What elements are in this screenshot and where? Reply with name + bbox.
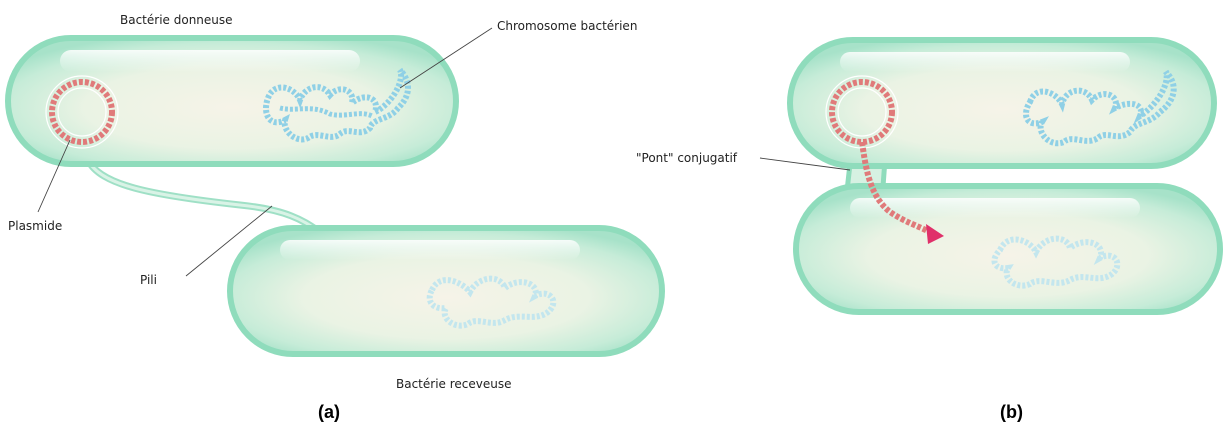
panel-label-a: (a) [318, 402, 340, 422]
label-chromosome-bacterien: Chromosome bactérien [497, 19, 637, 33]
recipient-bacterium [230, 228, 662, 354]
label-plasmide: Plasmide [8, 219, 62, 233]
label-bacterie-receveuse: Bactérie receveuse [396, 377, 512, 391]
donor-bacterium-b [790, 40, 1214, 166]
label-bacterie-donneuse: Bactérie donneuse [120, 13, 233, 27]
panel-label-b: (b) [1000, 402, 1023, 422]
label-pili: Pili [140, 273, 157, 287]
donor-cell-highlight [60, 50, 360, 72]
label-pont-conjugatif: "Pont" conjugatif [636, 151, 738, 165]
pili-tube-inner [88, 160, 320, 232]
recipient-bacterium-b [796, 186, 1220, 312]
panel-b: "Pont" conjugatif (b) [636, 40, 1220, 422]
donor-cell-highlight-b [840, 52, 1130, 72]
recipient-cell-highlight [280, 240, 580, 260]
pili-tube [88, 160, 320, 232]
panel-a: Bactérie donneuse Chromosome bactérien P… [8, 13, 662, 422]
